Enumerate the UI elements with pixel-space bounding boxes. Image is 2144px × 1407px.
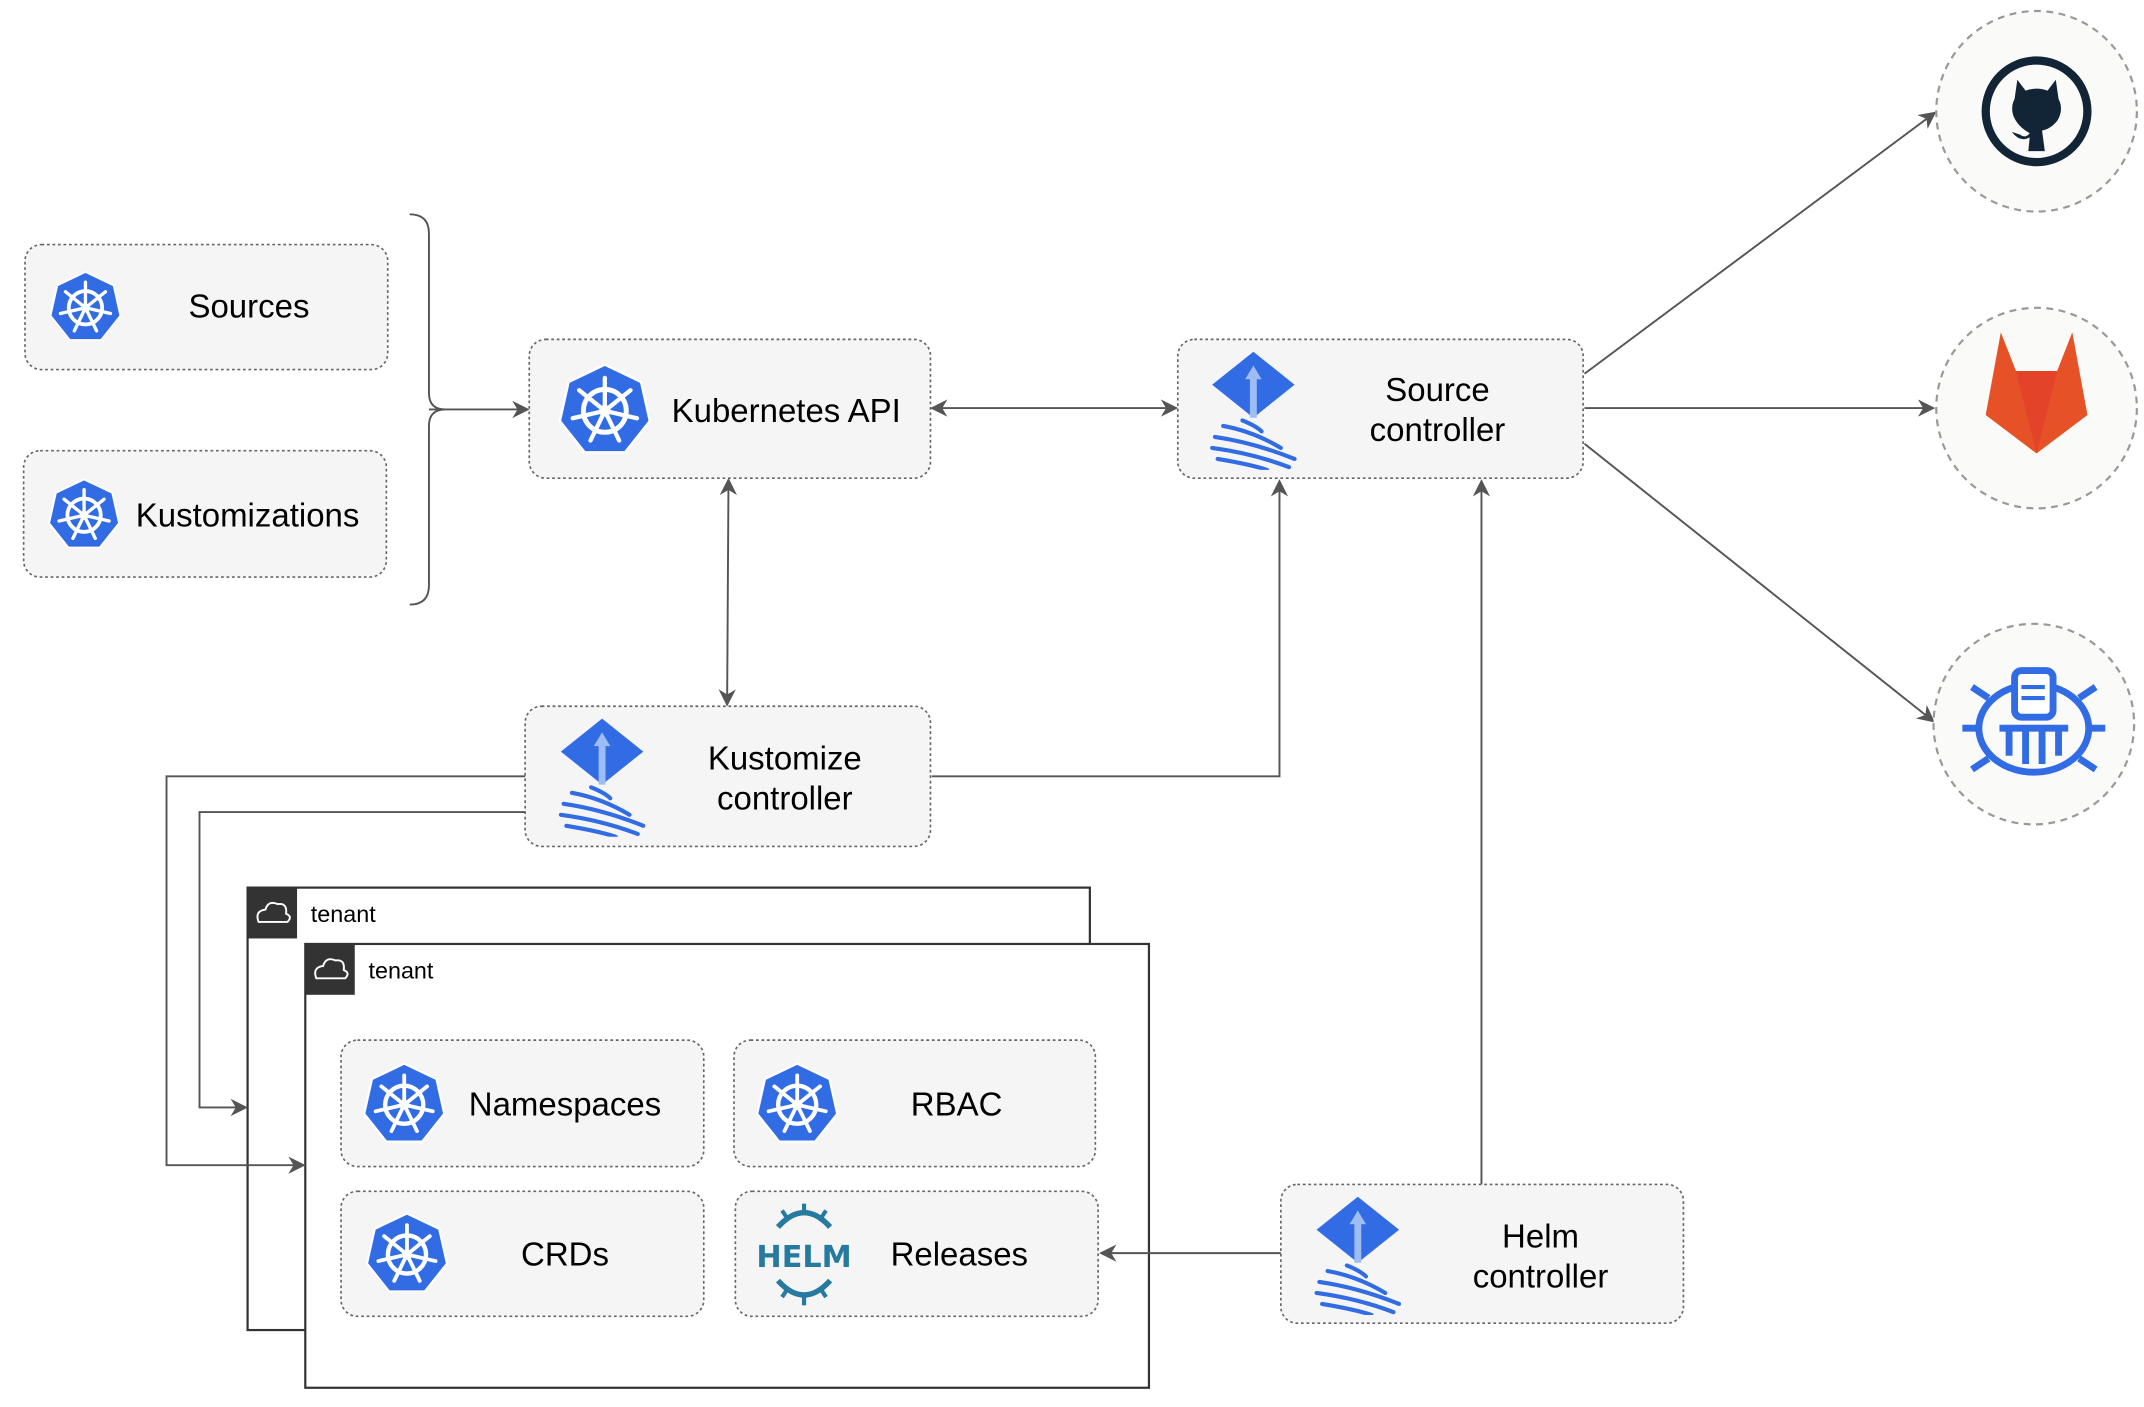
edge-source-to-helm-repo [1583,443,1935,723]
releases-label: Releases [891,1235,1028,1272]
kustomizations-label: Kustomizations [136,496,360,533]
cloud-icon [256,901,291,923]
kubernetes-api-node[interactable]: Kubernetes API [528,338,932,479]
helm-controller-label-line1: Helm [1502,1218,1579,1255]
crds-label: CRDs [521,1235,609,1272]
helm-controller-node[interactable]: Helm controller [1280,1183,1685,1325]
namespaces-node[interactable]: Namespaces [340,1039,705,1168]
edge-source-to-github [1583,111,1937,375]
rbac-node[interactable]: RBAC [733,1039,1097,1168]
helm-controller-label-line2: controller [1473,1257,1609,1294]
edge-kustomize-to-tenant-back [198,811,526,1117]
source-controller-label-line1: Source [1385,371,1489,408]
cloud-icon [314,958,349,980]
kubernetes-api-label: Kubernetes API [672,392,901,429]
gitlab-icon [1985,332,2088,454]
kustomize-controller-label-line2: controller [717,779,853,816]
crds-node[interactable]: CRDs [340,1190,705,1318]
github-icon [1981,56,2092,167]
github-node [1935,9,2138,213]
kustomize-controller-node[interactable]: Kustomize controller [524,705,932,848]
gitlab-node [1935,306,2138,510]
helm-repository-icon [1962,667,2106,776]
kustomizations-node[interactable]: Kustomizations [22,449,388,578]
source-controller-node[interactable]: Source controller [1176,338,1584,479]
source-controller-label-line2: controller [1370,411,1506,448]
sources-node[interactable]: Sources [24,243,389,371]
releases-node[interactable]: HELM Releases [734,1190,1099,1318]
sources-label: Sources [188,287,309,324]
helm-logo-text: HELM [756,1240,851,1275]
namespaces-label: Namespaces [469,1086,661,1123]
kustomize-controller-label-line1: Kustomize [708,739,862,776]
tenant-label: tenant [311,901,376,927]
edge-kustomize-to-tenant-front [165,775,526,1174]
helm-icon: HELM [756,1203,852,1306]
tenant-label: tenant [369,957,434,983]
edge-kustomize-to-source [931,479,1289,778]
edge-api-kustomize-controller [718,477,738,707]
rbac-label: RBAC [911,1086,1003,1123]
helm-repository-node [1932,622,2136,826]
